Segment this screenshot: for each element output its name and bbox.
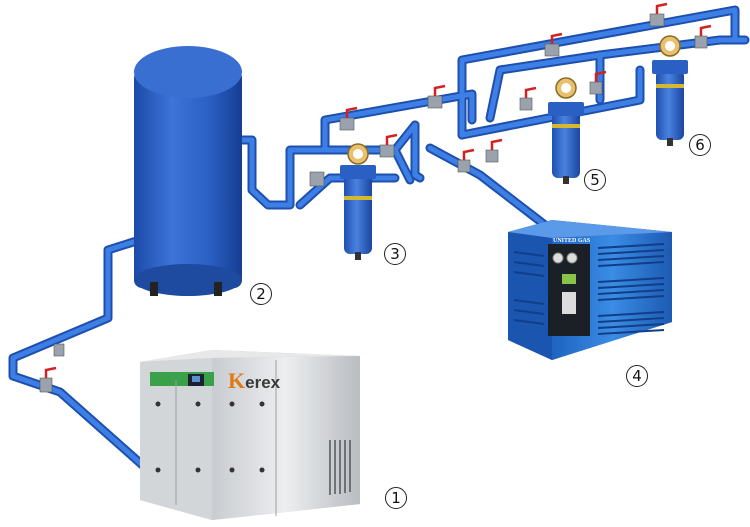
compressor-logo: Kerex bbox=[228, 368, 281, 393]
valve bbox=[53, 343, 65, 357]
valve bbox=[379, 133, 398, 158]
refrigerated-dryer: UNITED GAS bbox=[508, 220, 672, 360]
label-filter-a: 3 bbox=[384, 243, 406, 265]
label-filter-c: 6 bbox=[689, 134, 711, 156]
valve bbox=[544, 32, 563, 57]
valve bbox=[39, 366, 57, 393]
dryer-brand-label: UNITED GAS bbox=[553, 238, 591, 244]
valves bbox=[39, 2, 712, 393]
filter-unit bbox=[652, 35, 688, 146]
air-receiver-tank bbox=[134, 46, 242, 296]
filter-unit bbox=[548, 77, 584, 184]
valve bbox=[649, 2, 668, 27]
valve bbox=[309, 171, 325, 187]
valve bbox=[589, 70, 607, 95]
pipes bbox=[8, 5, 750, 475]
screw-air-compressor: Kerex bbox=[140, 350, 360, 520]
valve bbox=[519, 86, 537, 111]
compressor-logo-initial: K bbox=[228, 368, 245, 393]
compressor-logo-text: erex bbox=[245, 373, 281, 392]
valve bbox=[694, 24, 712, 49]
label-filter-b: 5 bbox=[584, 169, 606, 191]
valve bbox=[427, 84, 446, 109]
label-dryer: 4 bbox=[626, 365, 648, 387]
filter-unit bbox=[340, 143, 376, 260]
label-compressor: 1 bbox=[385, 487, 407, 509]
valve bbox=[339, 106, 358, 131]
valve bbox=[485, 138, 503, 163]
valve bbox=[457, 148, 475, 173]
label-tank: 2 bbox=[250, 283, 272, 305]
